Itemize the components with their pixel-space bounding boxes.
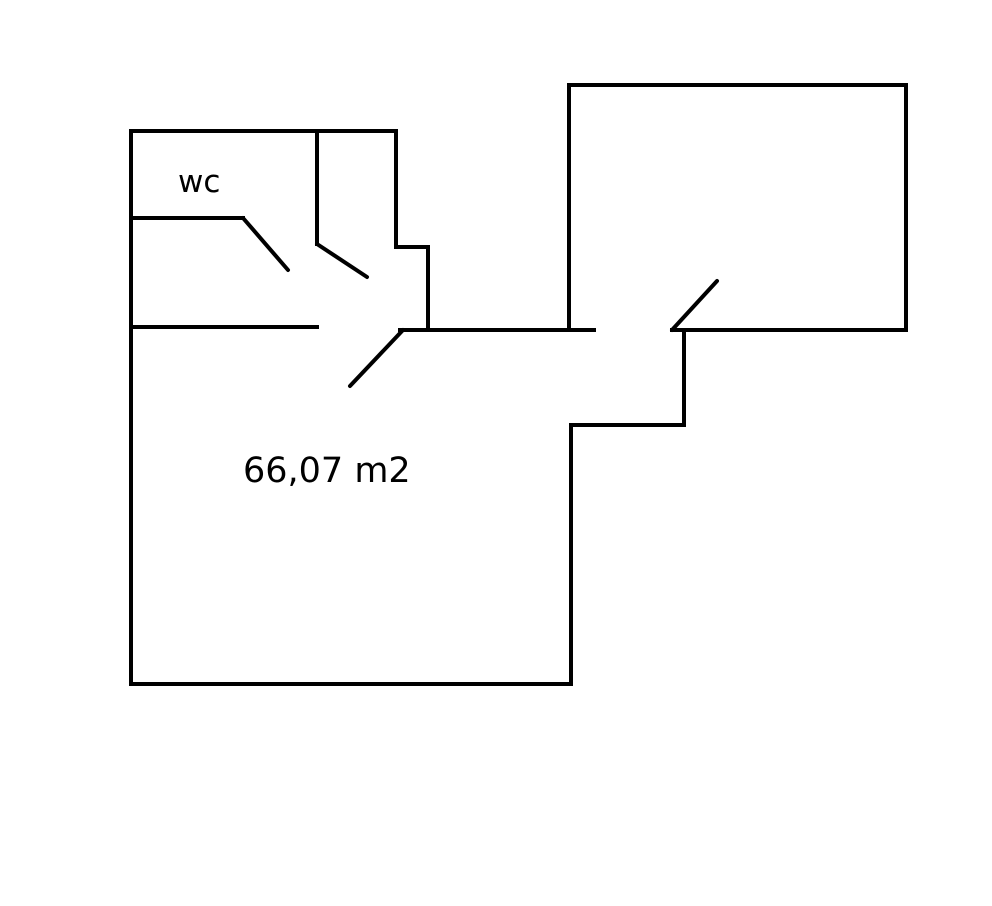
wc-label: wc	[178, 164, 220, 200]
right-building-door	[670, 279, 719, 332]
right-building-walls	[567, 83, 908, 332]
left-building-walls	[129, 129, 686, 686]
wc-door	[241, 216, 290, 272]
wc-partitions	[129, 129, 596, 332]
area-label: 66,07 m2	[243, 451, 411, 491]
closet-door	[315, 242, 369, 279]
doors	[241, 216, 719, 388]
main-room-door	[348, 328, 405, 388]
